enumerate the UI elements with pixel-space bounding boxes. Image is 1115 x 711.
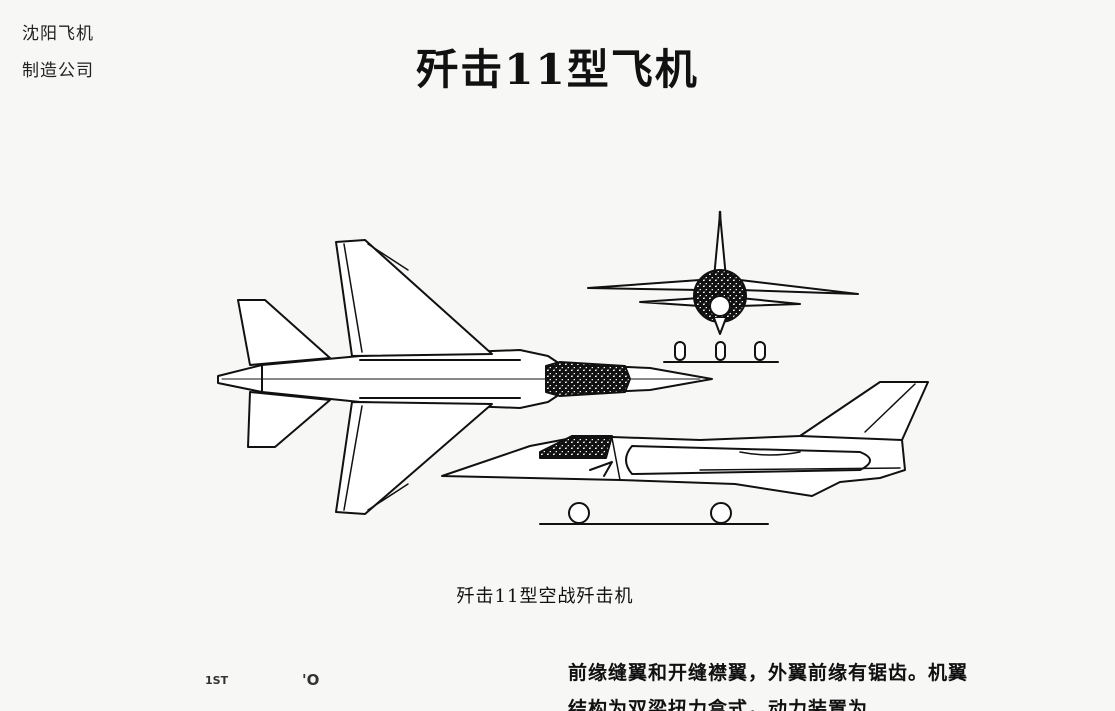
body-text: 前缘缝翼和开缝襟翼，外翼前缘有锯齿。机翼 结构为双梁扭力盒式，动力装置为... [568, 655, 1098, 711]
top-view [217, 239, 713, 515]
publisher-block: 沈阳飞机 制造公司 [22, 16, 94, 90]
top-view-wing-upper [335, 239, 493, 357]
top-view-tail-lower [247, 391, 331, 448]
top-view-tail-upper [237, 299, 331, 366]
side-view-fin [799, 381, 929, 441]
page-mark-left: 1ST [205, 674, 229, 687]
page-mark-right: 'O [302, 671, 320, 689]
body-text-line-1: 前缘缝翼和开缝襟翼，外翼前缘有锯齿。机翼 [568, 662, 969, 684]
page-title: 歼击11型飞机 [416, 45, 699, 94]
body-text-line-2: 结构为双梁扭力盒式，动力装置为... [568, 698, 891, 711]
publisher-line-2: 制造公司 [22, 61, 94, 81]
figure-caption: 歼击11型空战歼击机 [456, 586, 634, 607]
top-view-canopy [545, 361, 631, 397]
side-view [441, 381, 929, 525]
publisher-line-1: 沈阳飞机 [22, 24, 94, 44]
side-view-canopy [539, 435, 613, 459]
top-view-wing-lower [335, 401, 493, 515]
front-view [587, 210, 859, 363]
